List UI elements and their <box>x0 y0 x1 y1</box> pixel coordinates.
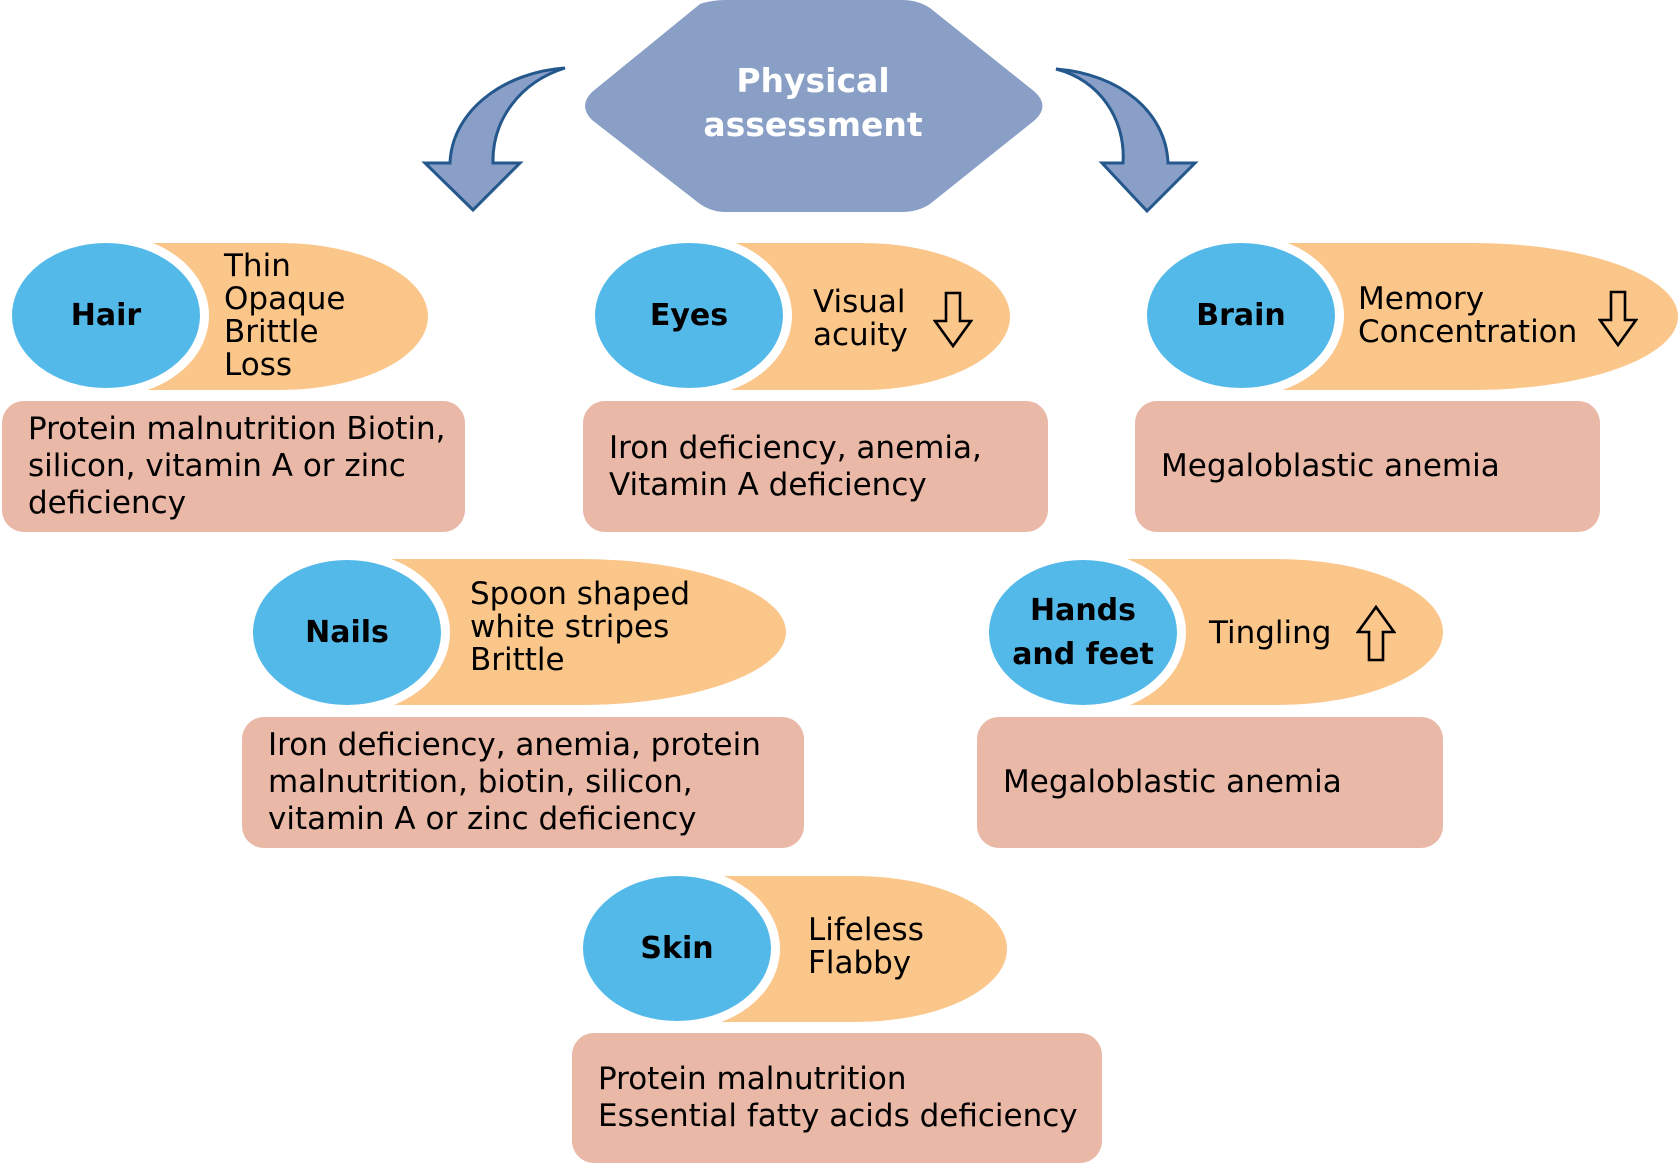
cause-box: Megaloblastic anemia <box>1135 401 1600 532</box>
organ-label-hands-feet: Hands and feet <box>989 560 1177 705</box>
sign-item: Spoon shaped <box>470 576 691 612</box>
curved-arrow-right-icon <box>1055 67 1199 214</box>
cause-line: Essential fatty acids deficiency <box>598 1098 1078 1134</box>
organ-name-line: and feet <box>1012 636 1154 672</box>
curved-arrow-left-icon <box>421 66 566 213</box>
cause-line: Iron deficiency, anemia, protein <box>268 727 761 763</box>
decrease-arrow-icon <box>933 291 973 349</box>
sign-item: Visual <box>813 284 906 320</box>
increase-arrow-icon <box>1356 604 1396 662</box>
cause-line: silicon, vitamin A or zinc <box>28 448 406 484</box>
cause-line: Protein malnutrition <box>598 1061 907 1097</box>
decrease-arrow-icon <box>1598 290 1638 348</box>
signs-list: Tingling <box>1209 617 1331 650</box>
organ-name-line: Skin <box>640 930 714 966</box>
sign-item: acuity <box>813 317 908 353</box>
sign-item: Lifeless <box>808 912 924 948</box>
cause-box: Protein malnutrition Biotin,silicon, vit… <box>2 401 465 532</box>
organ-label-nails: Nails <box>253 560 441 705</box>
physical-assessment-hexagon <box>585 0 1043 212</box>
organ-name-line: Eyes <box>649 297 729 333</box>
organ-name-line: Hair <box>70 297 142 333</box>
sign-item: Thin <box>224 248 291 284</box>
title-line-1: Physical <box>736 61 890 100</box>
organ-label-eyes: Eyes <box>595 243 783 388</box>
signs-pill <box>1267 243 1678 390</box>
cause-line: deficiency <box>28 485 187 521</box>
sign-item: white stripes <box>470 609 670 645</box>
cause-line: vitamin A or zinc deficiency <box>268 801 697 837</box>
cause-line: Iron deficiency, anemia, <box>609 429 982 466</box>
cause-box: Megaloblastic anemia <box>977 717 1443 848</box>
cause-line: Vitamin A deficiency <box>609 466 927 503</box>
cause-box: Iron deficiency, anemia,Vitamin A defici… <box>583 401 1048 532</box>
sign-item: Brittle <box>224 314 319 350</box>
signs-pill <box>373 559 786 705</box>
organ-name-line: Nails <box>305 614 389 650</box>
cause-line: malnutrition, biotin, silicon, <box>268 764 693 800</box>
title-line-2: assessment <box>703 105 923 144</box>
organ-label-hair: Hair <box>12 243 200 388</box>
sign-item: Opaque <box>224 281 346 317</box>
sign-item: Loss <box>224 347 292 383</box>
sign-item: Tingling <box>1209 615 1332 651</box>
organ-label-brain: Brain <box>1147 243 1335 388</box>
sign-item: Brittle <box>470 642 565 678</box>
organ-name-line: Brain <box>1196 297 1286 333</box>
cause-line: Megaloblastic anemia <box>1003 764 1342 800</box>
organ-name-line: Hands <box>1029 592 1137 628</box>
sign-item: Concentration <box>1358 314 1578 350</box>
cause-line: Protein malnutrition Biotin, <box>28 411 446 447</box>
organ-label-skin: Skin <box>583 876 771 1021</box>
physical-assessment-title: Physical assessment <box>578 0 1048 212</box>
cause-line: Megaloblastic anemia <box>1161 448 1500 484</box>
sign-item: Memory <box>1358 281 1485 317</box>
sign-item: Flabby <box>808 945 912 981</box>
